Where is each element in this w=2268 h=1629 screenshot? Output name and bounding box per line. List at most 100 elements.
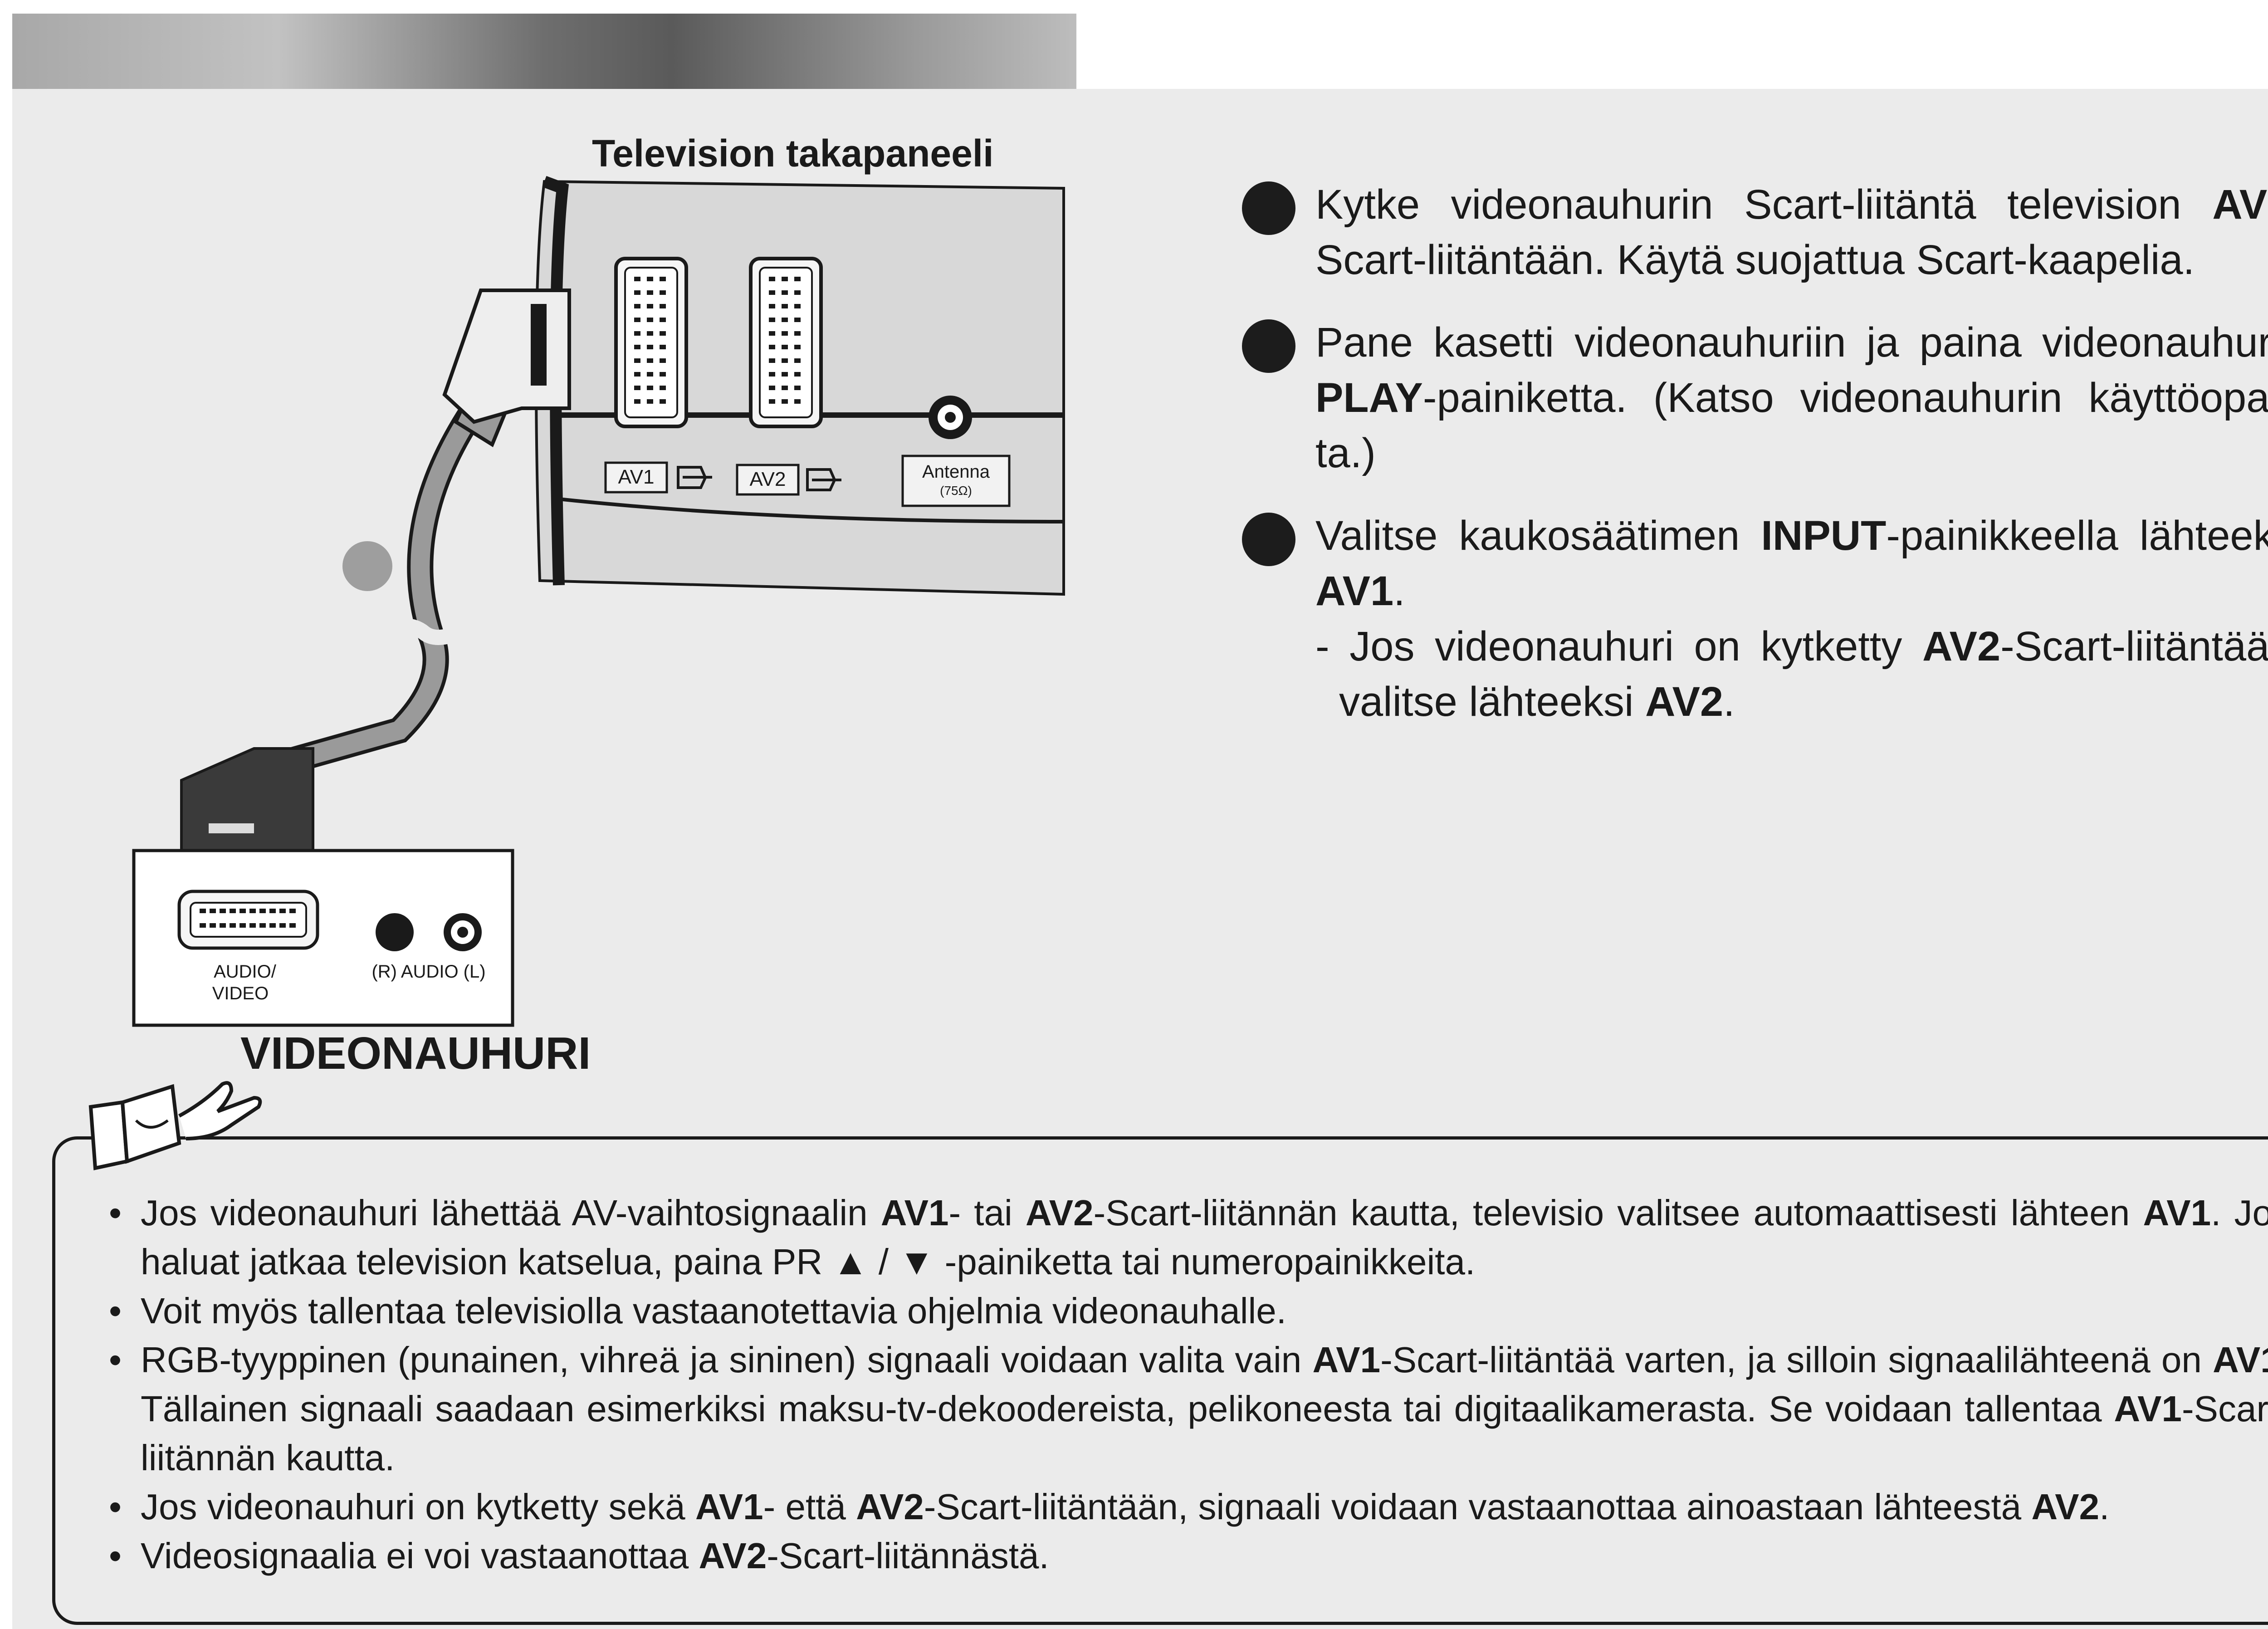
scart-pin <box>210 923 216 928</box>
scart-pin <box>769 290 775 295</box>
bold-term: AV1 <box>1312 1340 1381 1380</box>
scart-pin <box>769 277 775 281</box>
scart-pin <box>660 372 666 377</box>
scart-pin <box>769 358 775 363</box>
step-text: Pane kasetti videonauhuriin ja paina vid… <box>1315 315 2268 481</box>
text-run: . <box>1723 679 1735 725</box>
scart-cable <box>250 391 492 784</box>
vcr-audio-video-label-2: VIDEO <box>212 983 269 1003</box>
note-item: RGB-tyyppinen (punainen, vihreä ja sinin… <box>109 1335 2268 1482</box>
scart-pin <box>289 909 296 913</box>
scart-pin <box>660 386 666 390</box>
scart-pin <box>660 318 666 322</box>
scart-pin <box>782 290 788 295</box>
scart-pin <box>634 399 640 404</box>
instruction-step: Valitse kaukosäätimen INPUT-painikkeella… <box>1234 508 2268 729</box>
scart-pin <box>634 372 640 377</box>
tv-scart-plug <box>442 289 571 447</box>
text-run: - Jos videonauhuri on kytketty <box>1315 623 1923 670</box>
scart-pin <box>634 318 640 322</box>
text-run: -painiketta. (Katso videonauhurin käyttö… <box>1315 375 2268 476</box>
scart-pin <box>794 386 801 390</box>
scart-pin <box>782 318 788 322</box>
bold-term: AV1 <box>2212 181 2268 228</box>
scart-pin <box>782 386 788 390</box>
scart-pin <box>794 358 801 363</box>
scart-pin <box>220 909 226 913</box>
av2-port-label: AV2 <box>749 468 786 490</box>
note-item: Jos videonauhuri lähettää AV-vaihtosigna… <box>109 1189 2268 1287</box>
step-text: Valitse kaukosäätimen INPUT-painikkeella… <box>1315 508 2268 619</box>
scart-pin <box>769 304 775 308</box>
text-run: Valitse kaukosäätimen <box>1315 513 1761 559</box>
scart-pin <box>200 923 206 928</box>
scart-pin <box>769 345 775 349</box>
text-run: Jos videonauhuri on kytketty sekä <box>141 1487 695 1527</box>
scart-pin <box>240 923 246 928</box>
scart-pins <box>200 277 801 928</box>
scart-pin <box>769 372 775 377</box>
text-run: RGB-tyyppinen (punainen, vihreä ja sinin… <box>141 1340 1313 1380</box>
audio-r-jack <box>376 913 414 951</box>
text-run: . Jos haluat jatkaa television katselua,… <box>141 1193 2268 1282</box>
av1-scart-socket <box>614 257 688 428</box>
scart-pin <box>634 290 640 295</box>
text-run: - että <box>763 1487 856 1527</box>
scart-arrow-icon <box>677 466 841 491</box>
scart-pin <box>634 331 640 336</box>
scart-pin <box>660 399 666 404</box>
scart-pin <box>210 909 216 913</box>
scart-pin <box>660 358 666 363</box>
scart-pin <box>634 386 640 390</box>
scart-pin <box>782 331 788 336</box>
bold-term: PLAY <box>1315 375 1423 421</box>
scart-pin <box>634 304 640 308</box>
bold-term: AV1 <box>2143 1193 2211 1233</box>
scart-pin <box>794 399 801 404</box>
text-run: -painikkeella lähteeksi <box>1886 513 2268 559</box>
scart-pin <box>259 909 266 913</box>
scart-pin <box>660 304 666 308</box>
note-item: Jos videonauhuri on kytketty sekä AV1- e… <box>109 1482 2268 1531</box>
scart-pin <box>769 331 775 336</box>
bold-term: AV1 <box>2213 1340 2268 1380</box>
scart-pin <box>634 358 640 363</box>
bold-term: AV2 <box>699 1536 767 1576</box>
text-run: -Scart-liitännästä. <box>767 1536 1049 1576</box>
text-run: . <box>2099 1487 2110 1527</box>
vcr-title: VIDEONAUHURI <box>240 1028 591 1079</box>
text-run: Videosignaalia ei voi vastaanottaa <box>141 1536 699 1576</box>
scart-pin <box>647 345 653 349</box>
scart-pin <box>647 290 653 295</box>
scart-pin <box>647 372 653 377</box>
bold-term: AV2 <box>1645 679 1724 725</box>
scart-pin <box>769 318 775 322</box>
scart-pin <box>249 909 256 913</box>
scart-pin <box>660 345 666 349</box>
scart-pin <box>647 399 653 404</box>
text-run: -Scart-liitäntää varten, ja silloin sign… <box>1380 1340 2213 1380</box>
step-bullet-icon <box>1242 513 1295 566</box>
scart-pin <box>647 358 653 363</box>
bold-term: AV2 <box>1922 623 2001 670</box>
scart-pin <box>782 277 788 281</box>
instruction-step: Pane kasetti videonauhuriin ja paina vid… <box>1234 315 2268 481</box>
vcr-panel <box>132 849 514 1027</box>
scart-pin <box>794 331 801 336</box>
notes-list: Jos videonauhuri lähettää AV-vaihtosigna… <box>109 1189 2268 1580</box>
bold-term: AV1 <box>2114 1389 2182 1429</box>
bold-term: AV1 <box>880 1193 949 1233</box>
step-bullet-icon <box>1242 181 1295 235</box>
text-run: . <box>1393 568 1405 614</box>
scart-pin <box>794 277 801 281</box>
scart-pin <box>660 290 666 295</box>
text-run: - tai <box>948 1193 1026 1233</box>
scart-pin <box>782 372 788 377</box>
instruction-step: Kytke videonauhurin Scart-liitäntä telev… <box>1234 177 2268 288</box>
text-run: Pane kasetti videonauhuriin ja paina vid… <box>1315 319 2268 366</box>
bold-term: AV2 <box>1025 1193 1094 1233</box>
scart-pin <box>269 923 276 928</box>
scart-pin <box>200 909 206 913</box>
scart-pin <box>634 277 640 281</box>
